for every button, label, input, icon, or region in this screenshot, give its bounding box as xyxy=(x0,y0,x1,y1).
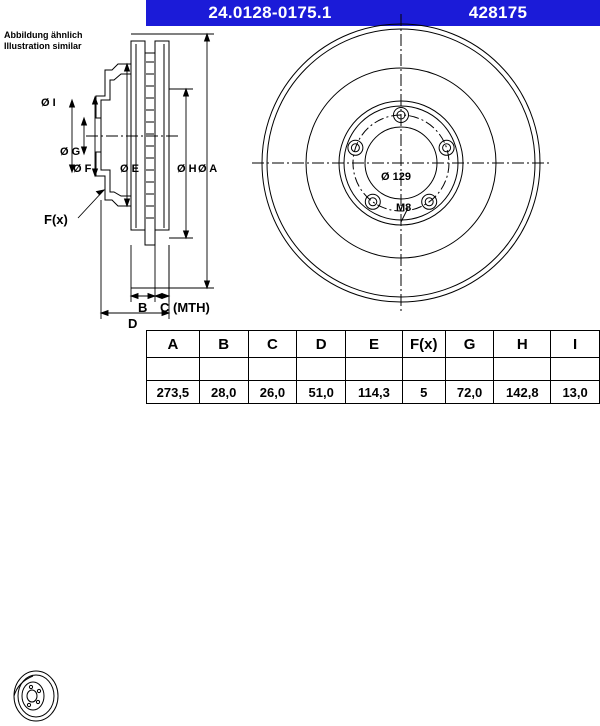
note-line-de: Abbildung ähnlich xyxy=(4,30,83,40)
label-c-mth: C (MTH) xyxy=(160,300,210,315)
value-h: 142,8 xyxy=(493,380,552,404)
label-fx: F(x) xyxy=(44,212,68,227)
center-axes xyxy=(252,14,550,312)
label-dia-e: Ø E xyxy=(120,163,139,175)
table-header-row: A B C D E F(x) G H I xyxy=(146,330,600,358)
value-fx: 5 xyxy=(401,380,446,404)
spec-table-area: A B C D E F(x) G H I 273,5 28,0 26,0 xyxy=(0,330,600,722)
spacer-cell xyxy=(296,357,347,381)
header-bar: 24.0128-0175.1 428175 xyxy=(146,0,600,26)
disc-thumbnail-icon xyxy=(13,670,59,722)
note-line-en: Illustration similar xyxy=(4,41,82,51)
col-header-a: A xyxy=(146,330,200,358)
table-spacer-row xyxy=(146,357,600,381)
table-value-row: 273,5 28,0 26,0 51,0 114,3 5 72,0 142,8 … xyxy=(146,380,600,404)
label-b: B xyxy=(138,300,148,315)
spacer-cell xyxy=(401,357,446,381)
value-c: 26,0 xyxy=(247,380,298,404)
value-b: 28,0 xyxy=(198,380,249,404)
illustration-note: Abbildung ähnlich Illustration similar xyxy=(4,30,83,52)
label-dia-i: Ø I xyxy=(41,97,56,109)
part-number: 24.0128-0175.1 xyxy=(208,3,332,22)
technical-drawing xyxy=(68,14,550,319)
col-header-c: C xyxy=(247,330,298,358)
specification-table: A B C D E F(x) G H I 273,5 28,0 26,0 xyxy=(146,330,600,404)
spacer-cell xyxy=(493,357,552,381)
col-header-i: I xyxy=(550,330,600,358)
label-bolt-size: M8 xyxy=(396,202,412,214)
label-dia-h: Ø H xyxy=(177,163,197,175)
label-dia-a: Ø A xyxy=(198,163,218,175)
spacer-cell xyxy=(444,357,495,381)
dimension-lines xyxy=(68,32,214,319)
article-number: 428175 xyxy=(468,3,528,22)
spacer-cell xyxy=(146,357,200,381)
value-a: 273,5 xyxy=(146,380,200,404)
value-e: 114,3 xyxy=(345,380,403,404)
value-i: 13,0 xyxy=(550,380,600,404)
col-header-g: G xyxy=(444,330,495,358)
label-dia-f: Ø F xyxy=(73,163,92,175)
label-d: D xyxy=(128,316,138,331)
spacer-cell xyxy=(247,357,298,381)
value-g: 72,0 xyxy=(444,380,495,404)
col-header-fx: F(x) xyxy=(401,330,446,358)
value-d: 51,0 xyxy=(296,380,347,404)
col-header-h: H xyxy=(493,330,552,358)
spacer-cell xyxy=(550,357,600,381)
col-header-e: E xyxy=(345,330,403,358)
spacer-cell xyxy=(345,357,403,381)
col-header-b: B xyxy=(198,330,249,358)
cooling-vanes xyxy=(146,61,154,219)
disc-section-view xyxy=(86,40,180,246)
label-dia-g: Ø G xyxy=(60,146,81,158)
label-pcd: Ø 129 xyxy=(381,171,411,183)
disc-front-view xyxy=(252,14,550,312)
spacer-cell xyxy=(198,357,249,381)
col-header-d: D xyxy=(296,330,347,358)
